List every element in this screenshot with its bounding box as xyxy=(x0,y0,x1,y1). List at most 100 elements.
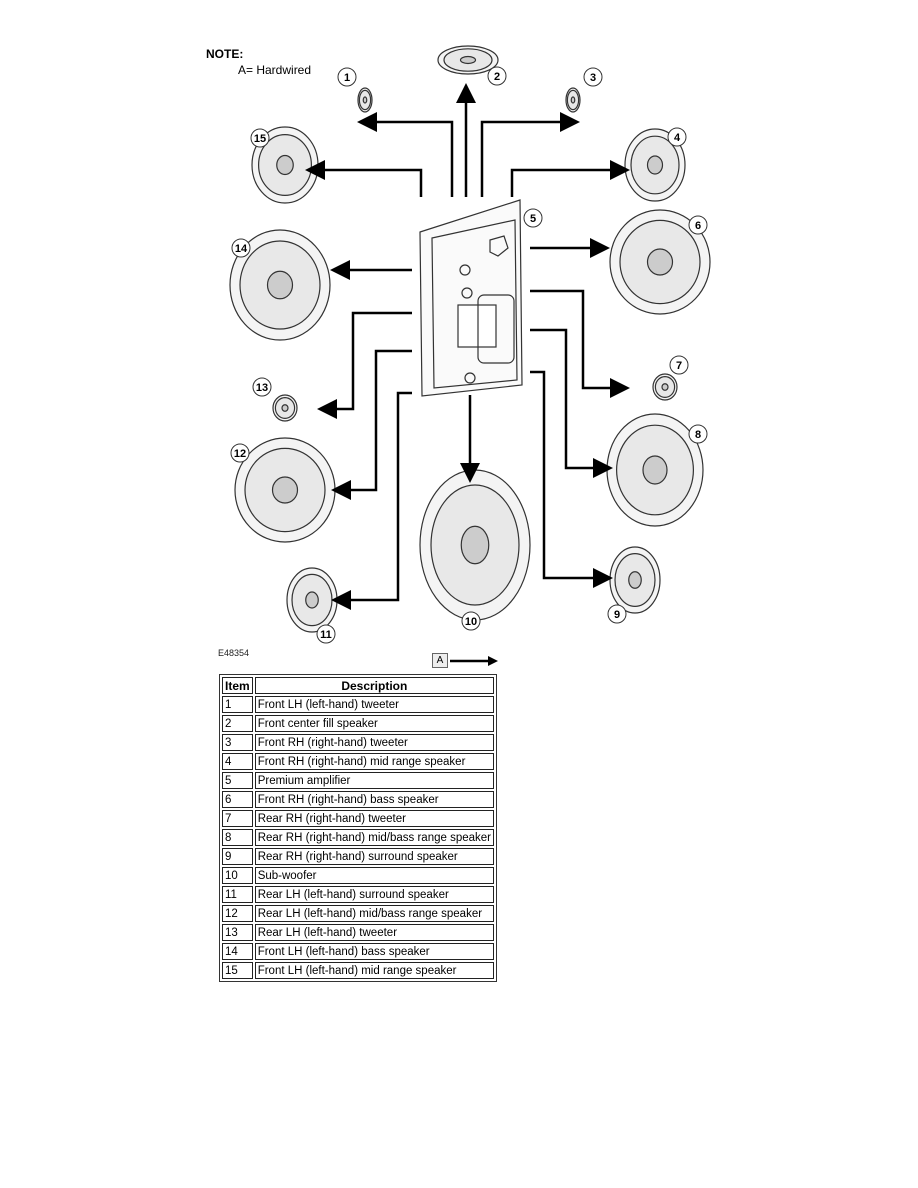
callout-7: 7 xyxy=(669,355,689,375)
callout-6: 6 xyxy=(688,215,708,235)
connection-arrow xyxy=(331,391,412,610)
row-description: Front LH (left-hand) mid range speaker xyxy=(254,962,494,979)
callout-12: 12 xyxy=(230,443,250,463)
connection-arrow xyxy=(480,112,580,197)
sub-woofer xyxy=(419,469,531,621)
callout-15: 15 xyxy=(250,128,270,148)
front-lh-mid-speaker xyxy=(251,126,319,204)
callout-10: 10 xyxy=(461,611,481,631)
row-description: Front LH (left-hand) bass speaker xyxy=(254,943,494,960)
row-description: Premium amplifier xyxy=(254,772,494,789)
row-item: 3 xyxy=(222,734,253,751)
front-rh-bass-speaker xyxy=(609,209,711,315)
connection-arrow xyxy=(331,349,412,500)
callout-2: 2 xyxy=(487,66,507,86)
callout-number: 5 xyxy=(530,213,536,225)
connection-arrow xyxy=(530,370,613,588)
callout-number: 1 xyxy=(344,72,350,84)
table-header: Item Description xyxy=(222,677,494,694)
row-item: 7 xyxy=(222,810,253,827)
front-rh-tweeter xyxy=(565,87,581,113)
callout-number: 11 xyxy=(320,629,332,641)
callout-11: 11 xyxy=(316,624,336,644)
row-description: Front LH (left-hand) tweeter xyxy=(254,696,494,713)
row-description: Rear RH (right-hand) mid/bass range spea… xyxy=(254,829,494,846)
header-description: Description xyxy=(254,677,494,694)
row-item: 8 xyxy=(222,829,253,846)
hardwired-arrow-icon xyxy=(450,656,498,666)
callout-number: 3 xyxy=(590,72,596,84)
rear-rh-surround-speaker xyxy=(609,546,661,614)
callout-13: 13 xyxy=(252,377,272,397)
hardwired-legend-key: A xyxy=(432,653,448,668)
row-item: 9 xyxy=(222,848,253,865)
row-item: 1 xyxy=(222,696,253,713)
front-lh-tweeter xyxy=(357,87,373,113)
callout-number: 14 xyxy=(235,243,248,255)
row-description: Rear LH (left-hand) tweeter xyxy=(254,924,494,941)
row-description: Sub-woofer xyxy=(254,867,494,884)
rear-lh-surround-speaker xyxy=(286,567,338,633)
row-item: 12 xyxy=(222,905,253,922)
row-description: Rear RH (right-hand) tweeter xyxy=(254,810,494,827)
row-item: 13 xyxy=(222,924,253,941)
row-description: Rear LH (left-hand) surround speaker xyxy=(254,886,494,903)
rear-lh-midbass-speaker xyxy=(234,437,336,543)
connection-arrow xyxy=(357,112,454,197)
front-rh-mid-speaker xyxy=(624,128,686,202)
row-item: 10 xyxy=(222,867,253,884)
callout-3: 3 xyxy=(583,67,603,87)
callout-number: 2 xyxy=(494,71,500,83)
rear-lh-tweeter xyxy=(272,394,298,422)
row-item: 6 xyxy=(222,791,253,808)
note-title: NOTE: xyxy=(206,47,244,61)
premium-amplifier xyxy=(419,199,523,397)
callout-number: 7 xyxy=(676,360,682,372)
row-item: 4 xyxy=(222,753,253,770)
callout-number: 9 xyxy=(614,609,620,621)
callout-number: 4 xyxy=(674,132,681,144)
connection-arrow xyxy=(530,289,630,398)
callout-number: 8 xyxy=(695,429,701,441)
callout-4: 4 xyxy=(667,127,687,147)
connection-arrow xyxy=(530,328,613,478)
connection-arrow xyxy=(317,311,412,419)
callout-8: 8 xyxy=(688,424,708,444)
callout-number: 13 xyxy=(256,382,268,394)
row-item: 15 xyxy=(222,962,253,979)
connection-arrow xyxy=(510,160,630,197)
callout-number: 12 xyxy=(234,448,246,460)
row-item: 2 xyxy=(222,715,253,732)
row-description: Rear RH (right-hand) surround speaker xyxy=(254,848,494,865)
callout-number: 10 xyxy=(465,616,477,628)
row-item: 14 xyxy=(222,943,253,960)
row-description: Front RH (right-hand) bass speaker xyxy=(254,791,494,808)
callout-number: 15 xyxy=(254,133,266,145)
row-item: 5 xyxy=(222,772,253,789)
callout-number: 6 xyxy=(695,220,701,232)
front-lh-bass-speaker xyxy=(229,229,331,341)
callout-1: 1 xyxy=(337,67,357,87)
note-text: A= Hardwired xyxy=(238,63,312,77)
callout-5: 5 xyxy=(523,208,543,228)
row-description: Front RH (right-hand) tweeter xyxy=(254,734,494,751)
rear-rh-midbass-speaker xyxy=(606,413,704,527)
callout-9: 9 xyxy=(607,604,627,624)
